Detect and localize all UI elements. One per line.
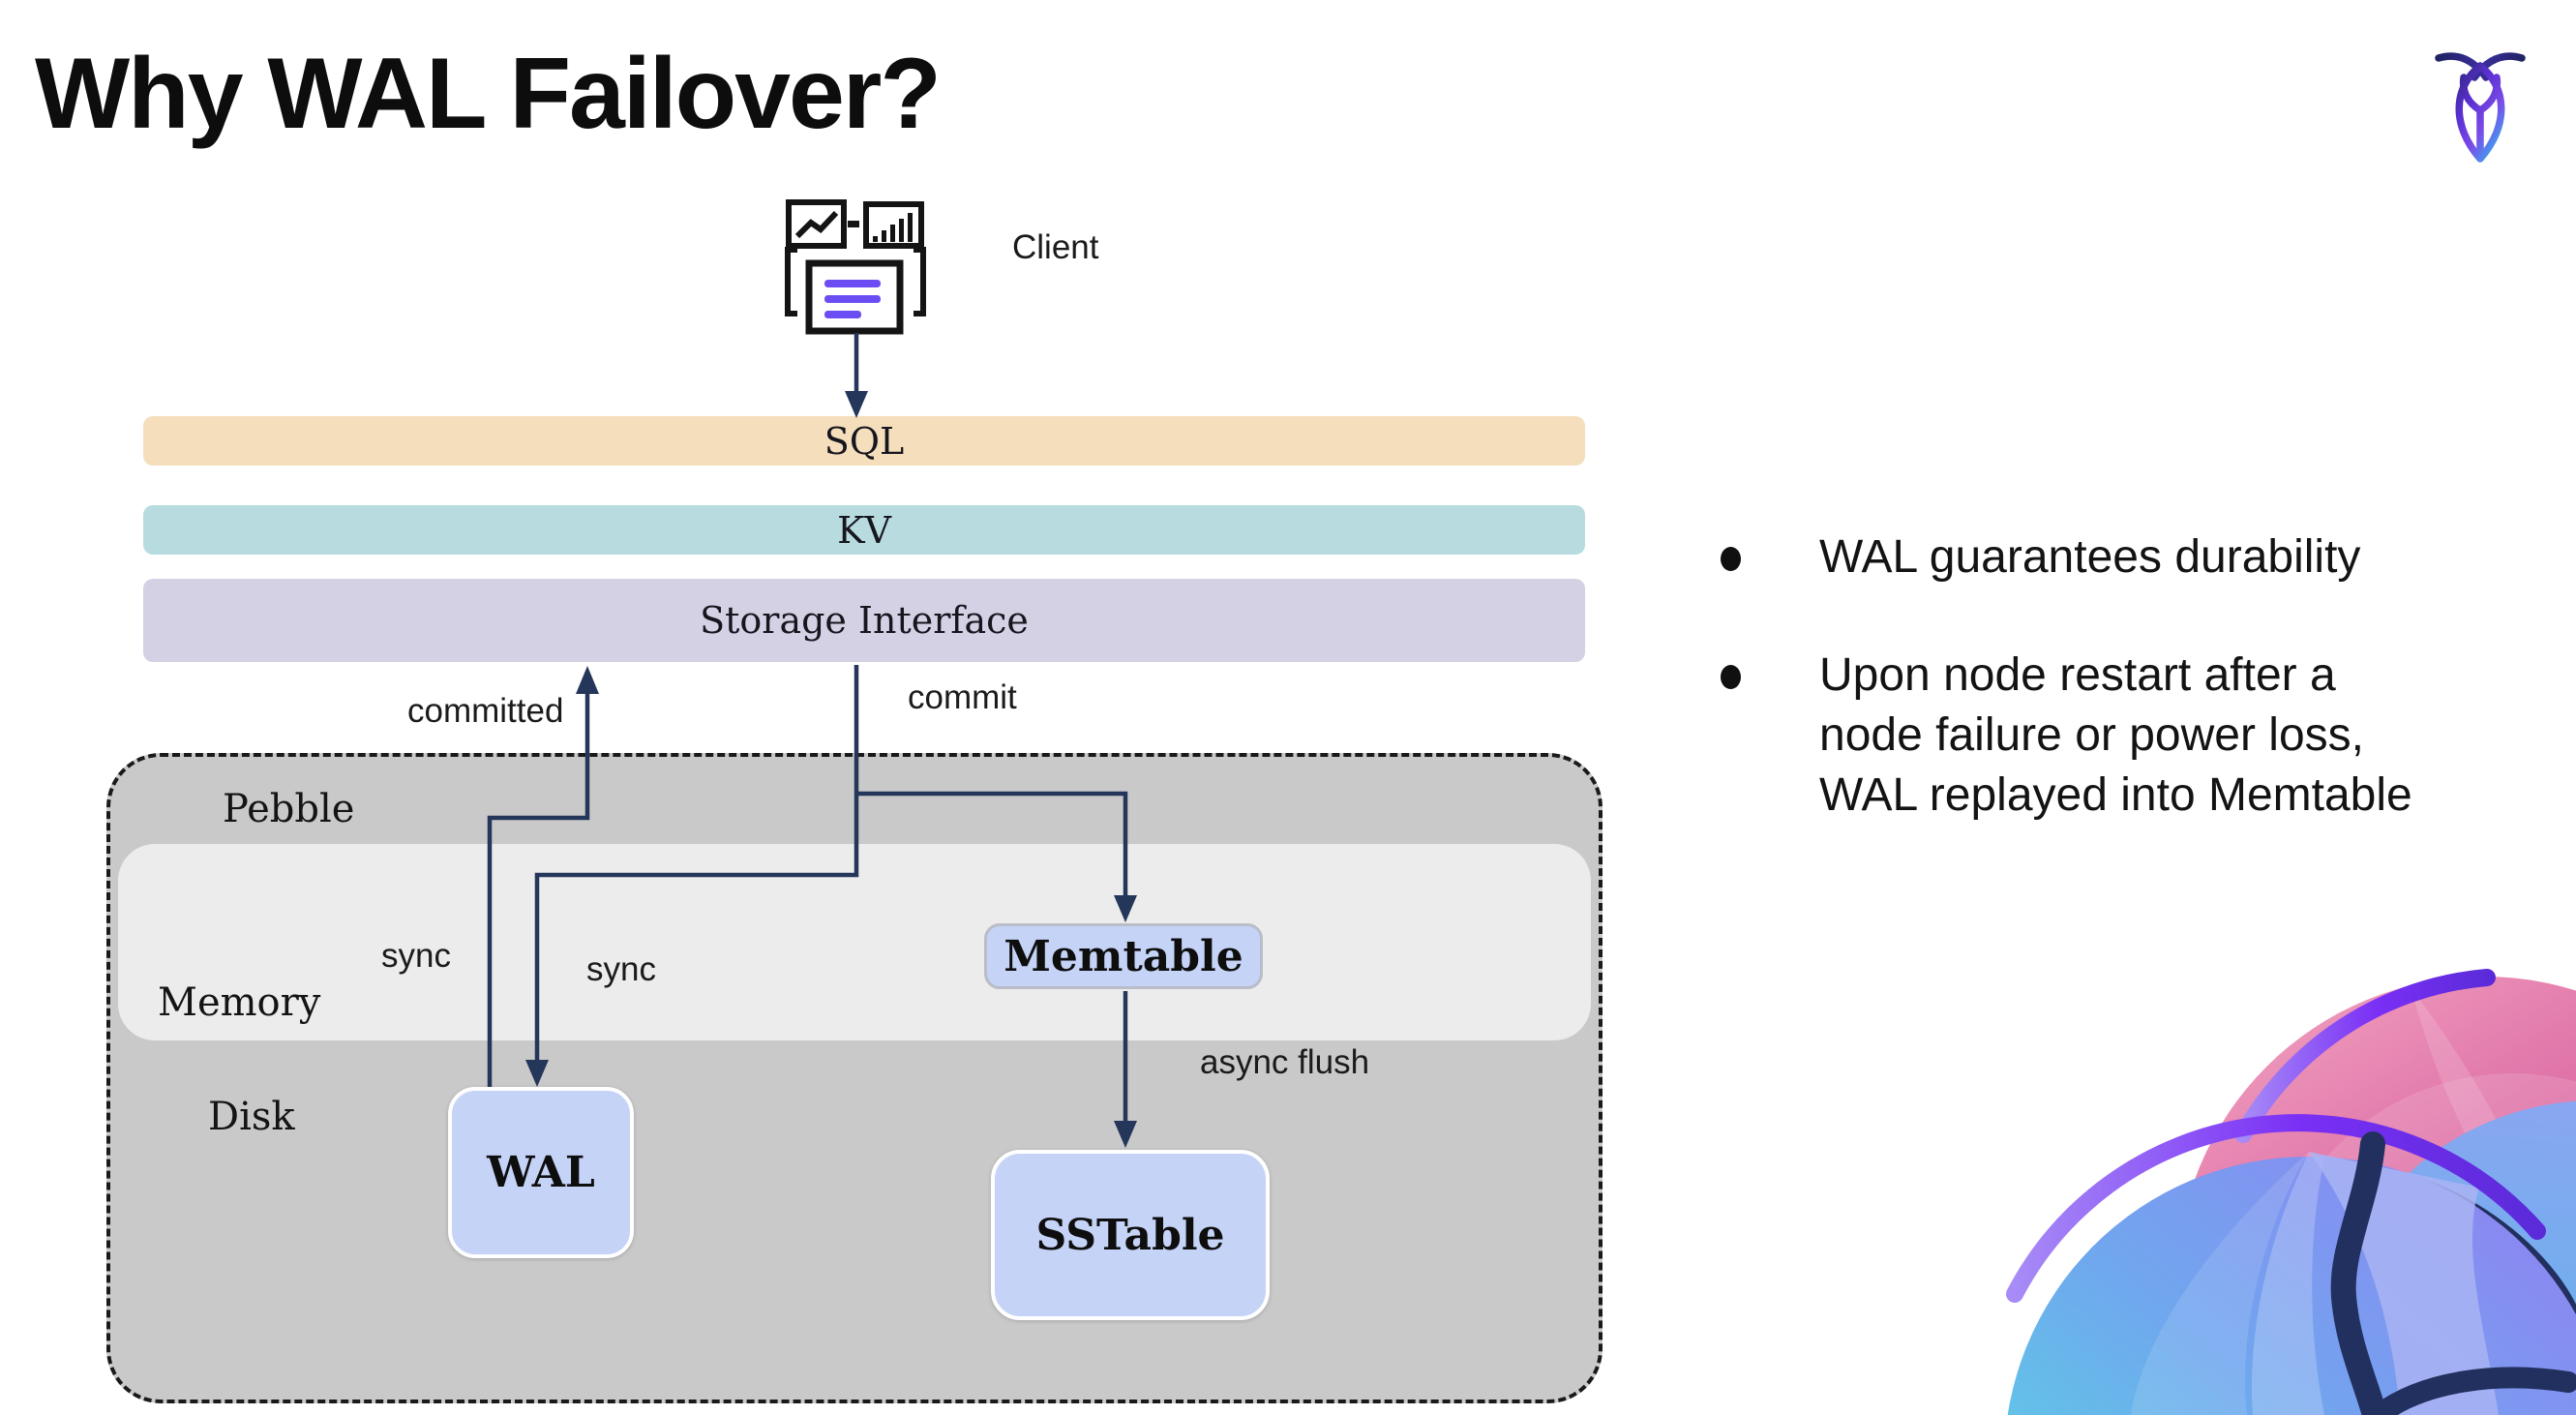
- edge-label-commit: commit: [908, 678, 1017, 716]
- memory-label: Memory: [158, 980, 321, 1025]
- layer-kv: KV: [143, 505, 1585, 555]
- sstable-node: SSTable: [991, 1150, 1270, 1320]
- arrowhead-up: [576, 666, 599, 694]
- document-text-line: [824, 311, 861, 318]
- pebble-label: Pebble: [223, 787, 355, 831]
- layer-storage-interface-label: Storage Interface: [700, 599, 1029, 642]
- bullet-dot: [1721, 665, 1741, 689]
- memory-band: [118, 844, 1591, 1040]
- bullet-text: Upon node restart after a: [1819, 649, 2336, 701]
- layer-kv-label: KV: [837, 508, 891, 552]
- layer-sql: SQL: [143, 416, 1585, 466]
- disk-label: Disk: [208, 1095, 295, 1139]
- edge-label-sync-right: sync: [586, 950, 656, 988]
- page-title: Why WAL Failover?: [35, 38, 942, 150]
- arrowhead-down: [845, 391, 868, 418]
- document-text-line: [824, 295, 881, 303]
- memtable-node: Memtable: [984, 923, 1263, 989]
- sphere-brand-graphic: [2006, 969, 2576, 1415]
- list-item: WAL guarantees durability: [1713, 527, 2506, 587]
- layer-storage-interface: Storage Interface: [143, 579, 1585, 662]
- bullet-text: node failure or power loss,: [1819, 709, 2364, 761]
- bullet-text: WAL guarantees durability: [1819, 531, 2361, 583]
- edge-label-sync-left: sync: [381, 937, 451, 975]
- bullet-dot: [1721, 547, 1741, 571]
- cockroachdb-logo-icon: [2435, 52, 2526, 163]
- bracket-shapes: [785, 247, 926, 316]
- memtable-node-label: Memtable: [1003, 931, 1243, 981]
- wal-node: WAL: [448, 1087, 634, 1258]
- client-workstation-icon: [785, 199, 926, 335]
- edge-label-async-flush: async flush: [1200, 1043, 1370, 1081]
- list-item: Upon node restart after a node failure o…: [1713, 646, 2506, 826]
- line-chart-icon: [786, 199, 847, 249]
- document-text-line: [824, 280, 881, 287]
- edge-label-committed: committed: [407, 692, 564, 730]
- layer-sql-label: SQL: [824, 419, 905, 463]
- client-label: Client: [1012, 228, 1099, 266]
- sstable-node-label: SSTable: [1035, 1210, 1225, 1260]
- bullet-list: WAL guarantees durability Upon node rest…: [1713, 527, 2506, 884]
- bullet-text: WAL replayed into Memtable: [1819, 769, 2412, 821]
- wal-node-label: WAL: [487, 1148, 595, 1197]
